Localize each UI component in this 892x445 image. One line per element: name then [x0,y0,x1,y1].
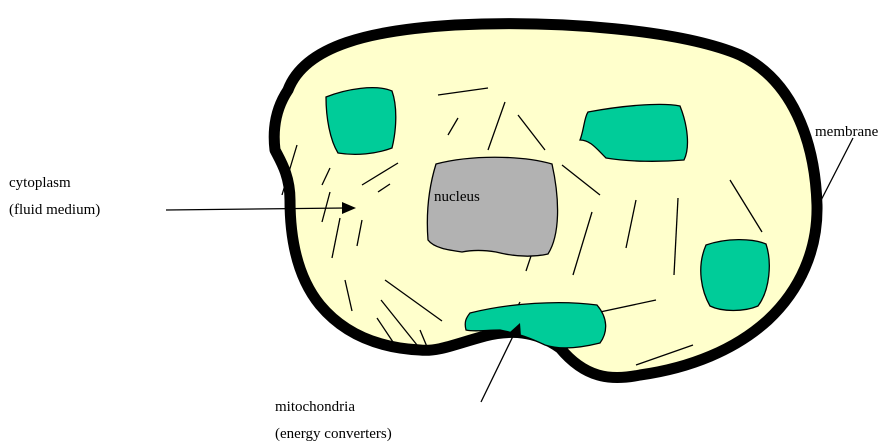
membrane-label: membrane [815,125,878,140]
mitochondria-note-label: (energy converters) [275,427,392,442]
membrane-pointer [815,138,853,212]
cytoplasm-note-label: (fluid medium) [9,203,100,218]
mitochondrion-right [701,240,770,311]
mitochondria-label: mitochondria [275,400,355,415]
nucleus-label: nucleus [434,190,480,205]
mitochondrion-top-left [326,88,396,155]
nucleus [427,157,557,256]
cytoplasm-label: cytoplasm [9,176,71,191]
